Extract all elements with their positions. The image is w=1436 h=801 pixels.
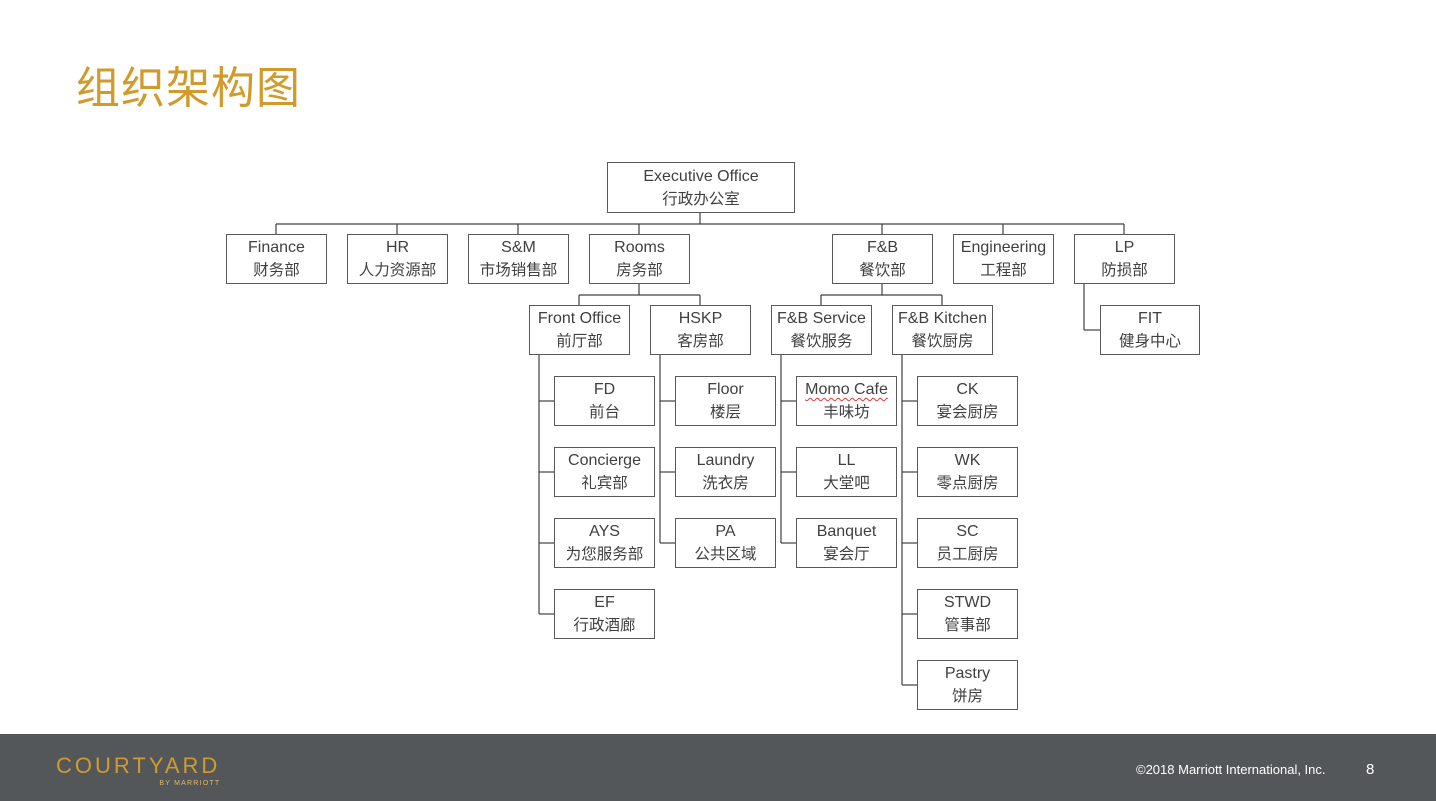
node-sc: SC 员工厨房 (917, 518, 1018, 568)
node-label-en: LP (1114, 239, 1135, 256)
node-label-zh: 洗衣房 (702, 474, 749, 492)
copyright-text: ©2018 Marriott International, Inc. (1136, 762, 1326, 777)
node-pastry: Pastry 饼房 (917, 660, 1018, 710)
footer-bar: COURTYARD BY MARRIOTT ©2018 Marriott Int… (0, 734, 1436, 801)
node-ays: AYS 为您服务部 (554, 518, 655, 568)
node-label-zh: 大堂吧 (823, 474, 870, 492)
node-label-en: FD (593, 381, 616, 398)
node-label-zh: 健身中心 (1118, 332, 1181, 350)
node-label-en: Laundry (696, 452, 755, 469)
node-label-zh: 人力资源部 (358, 261, 437, 279)
node-banquet: Banquet 宴会厅 (796, 518, 897, 568)
node-label-zh: 房务部 (616, 261, 663, 279)
node-label-zh: 财务部 (253, 261, 300, 279)
node-label-en: F&B Service (777, 310, 866, 327)
page-title: 组织架构图 (76, 63, 301, 114)
node-fit: FIT 健身中心 (1100, 305, 1200, 355)
node-ef: EF 行政酒廊 (554, 589, 655, 639)
node-label-zh: 前厅部 (556, 332, 603, 350)
node-label-en: F&B (866, 239, 899, 256)
node-engineering: Engineering 工程部 (953, 234, 1054, 284)
node-label-en: S&M (501, 239, 536, 256)
node-label-zh: 行政酒廊 (573, 616, 636, 634)
node-label-en: F&B Kitchen (898, 310, 987, 327)
node-label-zh: 前台 (588, 403, 620, 421)
node-hskp: HSKP 客房部 (650, 305, 751, 355)
node-label-zh: 餐饮厨房 (911, 332, 974, 350)
node-ck: CK 宴会厨房 (917, 376, 1018, 426)
node-label-zh: 零点厨房 (936, 474, 999, 492)
node-label-zh: 丰味坊 (823, 403, 870, 421)
node-label-en: Momo Cafe (805, 381, 888, 398)
node-label-zh: 宴会厅 (823, 545, 870, 563)
node-ll: LL 大堂吧 (796, 447, 897, 497)
node-label-en: WK (954, 452, 981, 469)
node-label-zh: 防损部 (1101, 261, 1148, 279)
node-label-en: CK (956, 381, 979, 398)
node-concierge: Concierge 礼宾部 (554, 447, 655, 497)
node-lp: LP 防损部 (1074, 234, 1175, 284)
node-label-zh: 公共区域 (694, 545, 757, 563)
node-hr: HR 人力资源部 (347, 234, 448, 284)
node-front-office: Front Office 前厅部 (529, 305, 630, 355)
node-label-en: PA (715, 523, 736, 540)
courtyard-logo: COURTYARD BY MARRIOTT (56, 754, 220, 788)
node-label-zh: 市场销售部 (479, 261, 558, 279)
node-label-en: Front Office (537, 310, 622, 327)
node-label-en: EF (594, 594, 615, 611)
node-label-en: HR (385, 239, 410, 256)
node-label-en: STWD (943, 594, 992, 611)
node-label-zh: 管事部 (944, 616, 991, 634)
node-finance: Finance 财务部 (226, 234, 327, 284)
logo-wordmark: COURTYARD (56, 753, 221, 778)
node-label-zh: 饼房 (951, 687, 983, 705)
node-label-en: Pastry (944, 665, 991, 682)
node-executive-office: Executive Office 行政办公室 (607, 162, 795, 213)
node-fb-kitchen: F&B Kitchen 餐饮厨房 (892, 305, 993, 355)
node-label-en: Rooms (614, 239, 665, 256)
page-number: 8 (1366, 761, 1375, 778)
node-label-en: SC (956, 523, 979, 540)
node-label-zh: 客房部 (677, 332, 724, 350)
node-momo-cafe: Momo Cafe 丰味坊 (796, 376, 897, 426)
node-floor: Floor 楼层 (675, 376, 776, 426)
node-rooms: Rooms 房务部 (589, 234, 690, 284)
node-label-zh: 行政办公室 (662, 189, 740, 208)
node-label-en: Banquet (816, 523, 877, 540)
node-label-en: LL (837, 452, 856, 469)
node-label-zh: 楼层 (709, 403, 741, 421)
node-label-en: FIT (1138, 310, 1162, 327)
node-label-en: HSKP (678, 310, 723, 327)
node-pa: PA 公共区域 (675, 518, 776, 568)
node-laundry: Laundry 洗衣房 (675, 447, 776, 497)
node-wk: WK 零点厨房 (917, 447, 1018, 497)
node-label-en: Engineering (960, 239, 1047, 256)
node-label-zh: 员工厨房 (936, 545, 999, 563)
node-label-en: Floor (707, 381, 744, 398)
node-fd: FD 前台 (554, 376, 655, 426)
node-label-zh: 为您服务部 (565, 545, 644, 563)
logo-tagline: BY MARRIOTT (159, 780, 221, 787)
node-label-zh: 餐饮部 (859, 261, 906, 279)
node-fb-service: F&B Service 餐饮服务 (771, 305, 872, 355)
org-chart-connectors (275, 213, 1125, 686)
node-fb: F&B 餐饮部 (832, 234, 933, 284)
node-stwd: STWD 管事部 (917, 589, 1018, 639)
node-label-en: Finance (248, 239, 305, 256)
node-label-zh: 礼宾部 (581, 474, 628, 492)
node-label-en: Concierge (568, 452, 641, 469)
node-label-en: AYS (589, 523, 620, 540)
node-label-zh: 餐饮服务 (790, 332, 853, 350)
node-label-en: Executive Office (643, 167, 759, 185)
node-label-zh: 宴会厨房 (936, 403, 999, 421)
node-sales-marketing: S&M 市场销售部 (468, 234, 569, 284)
node-label-zh: 工程部 (980, 261, 1027, 279)
